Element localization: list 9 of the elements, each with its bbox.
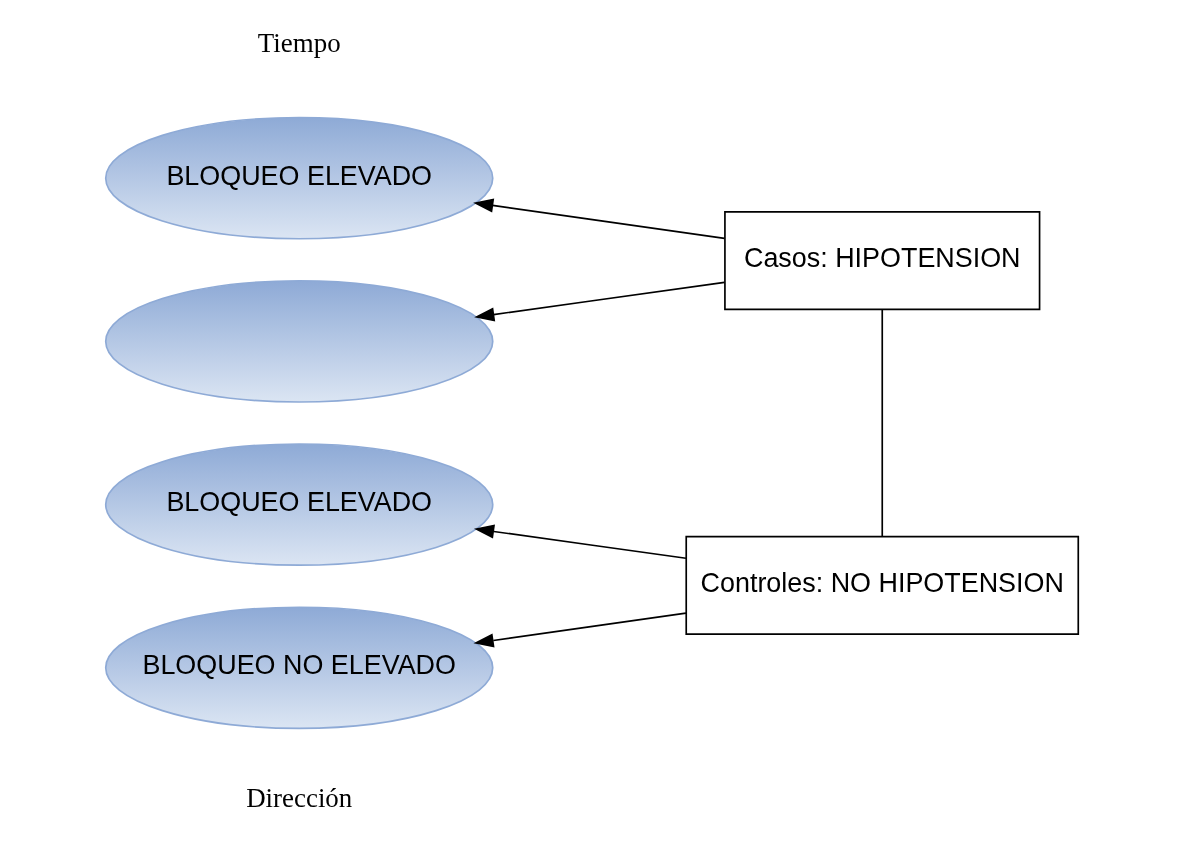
node-box: Controles: NO HIPOTENSION bbox=[684, 535, 1079, 635]
connector bbox=[880, 308, 883, 538]
arrow bbox=[473, 612, 687, 648]
node-box: Casos: HIPOTENSION bbox=[723, 211, 1040, 311]
label: Dirección bbox=[245, 783, 352, 814]
label: Tiempo bbox=[257, 27, 341, 58]
arrow bbox=[473, 281, 725, 322]
arrow bbox=[473, 524, 687, 560]
arrow bbox=[472, 198, 725, 240]
